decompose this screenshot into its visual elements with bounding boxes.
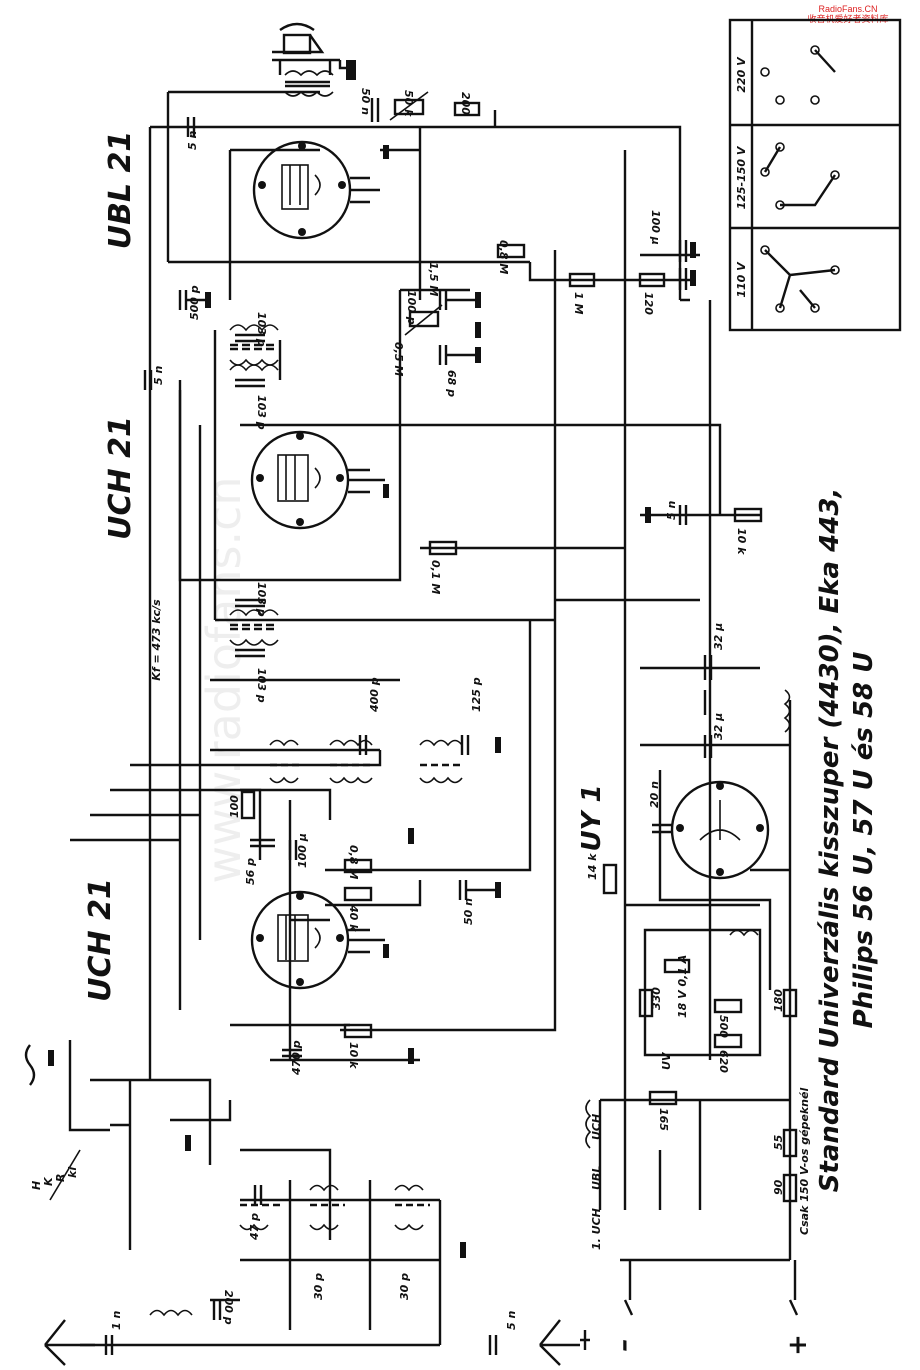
- tube-uch21-mixer: [250, 890, 385, 990]
- label-band-k: K: [42, 1176, 55, 1186]
- antenna: [44, 1319, 580, 1366]
- tube-uy1: [670, 780, 770, 880]
- ground-symbols: [48, 145, 696, 1350]
- label-heater-ubl: UBL: [590, 1166, 603, 1190]
- label-r-08M-b: 0,8 M: [347, 845, 360, 879]
- loudspeaker: [272, 22, 356, 97]
- label-r-620: 620: [717, 1050, 730, 1073]
- label-r-50k: 50 k: [402, 90, 415, 117]
- label-r-1M: 1 M: [572, 292, 585, 314]
- if-frequency-note: Kf = 473 kc/s: [150, 599, 163, 681]
- capacitors: [104, 98, 713, 1355]
- watermark-site: RadioFans.CN: [818, 4, 878, 14]
- tube-label-uch21-mixer: UCH 21: [83, 878, 118, 1002]
- label-r-120: 120: [642, 292, 655, 315]
- label-c-32u-a: 32 μ: [712, 623, 725, 650]
- label-c-1n: 1 n: [110, 1311, 123, 1330]
- component-labels: 50 n 50 k 200 5 n 100 μ 0,8 M 1,5 M 1 M …: [30, 88, 811, 1330]
- label-c-103p-d: 103 p: [255, 668, 268, 703]
- label-r-15M: 1,5 M: [427, 262, 440, 296]
- label-r-08M-a: 0,8 M: [497, 240, 510, 274]
- label-r-100: 100: [228, 795, 241, 818]
- diagram-title-line1: Standard Univerzális kisszuper (4430), E…: [815, 488, 845, 1193]
- label-r-180: 180: [772, 989, 785, 1012]
- label-note-150v: Csak 150 V-os gépeknél: [798, 1088, 811, 1235]
- diagram-title-line2: Philips 56 U, 57 U és 58 U: [849, 652, 879, 1029]
- label-c-50n-b: 50 n: [462, 898, 475, 925]
- label-c-50n: 50 n: [359, 88, 372, 115]
- voltage-selector: 220 V 125-150 V 110 V: [728, 18, 902, 332]
- label-c-47p: 47 p: [248, 1213, 261, 1241]
- label-uv: UV: [660, 1051, 673, 1070]
- tube-label-ubl21: UBL 21: [103, 131, 138, 250]
- label-c-30p-a: 30 p: [312, 1273, 325, 1300]
- label-c-20n: 20 n: [648, 781, 661, 808]
- label-band-ki: ki: [66, 1167, 79, 1178]
- label-c-5n-mid: 5 n: [152, 366, 165, 385]
- label-heater-uch: UCH: [590, 1114, 603, 1140]
- label-c-103p-a: 103 p: [255, 312, 268, 347]
- selector-125-150v: 125-150 V: [735, 145, 748, 209]
- label-r-01M: 0,1 M: [429, 560, 442, 594]
- resistors: [240, 91, 798, 1203]
- label-r-90: 90: [772, 1179, 785, 1195]
- label-c-5n-right: 5 n: [665, 501, 678, 520]
- label-c-100u-b: 100 μ: [296, 833, 309, 868]
- tube-ubl21: [252, 140, 380, 240]
- wave-switch: [24, 1044, 81, 1201]
- label-c-400p: 400 p: [368, 677, 381, 713]
- tube-label-uy1: UY 1: [577, 784, 607, 851]
- selector-220v: 220 V: [735, 56, 748, 93]
- label-c-5n-ant: 5 n: [505, 1311, 518, 1330]
- supply-terminals: – +: [609, 1260, 813, 1356]
- label-r-165: 165: [657, 1108, 670, 1131]
- label-c-5n-top: 5 n: [186, 131, 199, 150]
- label-r-14k: 14 k: [586, 853, 599, 880]
- label-heater-1uch: 1. UCH: [590, 1208, 603, 1250]
- label-r-10k-b: 10 k: [347, 1042, 360, 1069]
- label-c-56p: 56 p: [244, 858, 257, 885]
- label-r-10k-right: 10 k: [735, 528, 748, 555]
- main-wiring: [68, 90, 792, 1347]
- terminal-minus: –: [609, 1339, 639, 1352]
- label-c-32u-b: 32 μ: [712, 713, 725, 740]
- label-pot-05M: 0,5 M: [392, 342, 405, 376]
- label-ballast: 18 V 0,1 A: [676, 955, 689, 1018]
- label-c-125p: 125 p: [470, 677, 483, 712]
- label-r-500: 500: [717, 1015, 730, 1038]
- label-c-200p: 200 p: [222, 1290, 235, 1325]
- label-band-r: R: [54, 1174, 67, 1182]
- label-c-103p-b: 103 p: [255, 395, 268, 430]
- label-c-100u: 100 μ: [649, 210, 662, 245]
- label-c-500p: 500 p: [188, 285, 201, 320]
- label-r-55: 55: [772, 1134, 785, 1150]
- selector-110v: 110 V: [735, 261, 748, 298]
- label-c-470p: 470 p: [290, 1040, 303, 1076]
- label-c-30p-b: 30 p: [398, 1273, 411, 1300]
- tube-uch21-if: [250, 430, 385, 530]
- coils: [149, 324, 791, 1317]
- label-r-40k: 40 k: [347, 904, 360, 932]
- label-c-100p: 100 p: [405, 290, 418, 325]
- label-r-200: 200: [459, 92, 472, 115]
- tube-label-uch21-if: UCH 21: [103, 416, 138, 540]
- label-c-68p: 68 p: [445, 370, 458, 397]
- label-c-103p-c: 103 p: [255, 582, 268, 617]
- label-band-h: H: [30, 1181, 43, 1190]
- label-r-330: 330: [650, 987, 663, 1010]
- terminal-plus: +: [783, 1334, 813, 1356]
